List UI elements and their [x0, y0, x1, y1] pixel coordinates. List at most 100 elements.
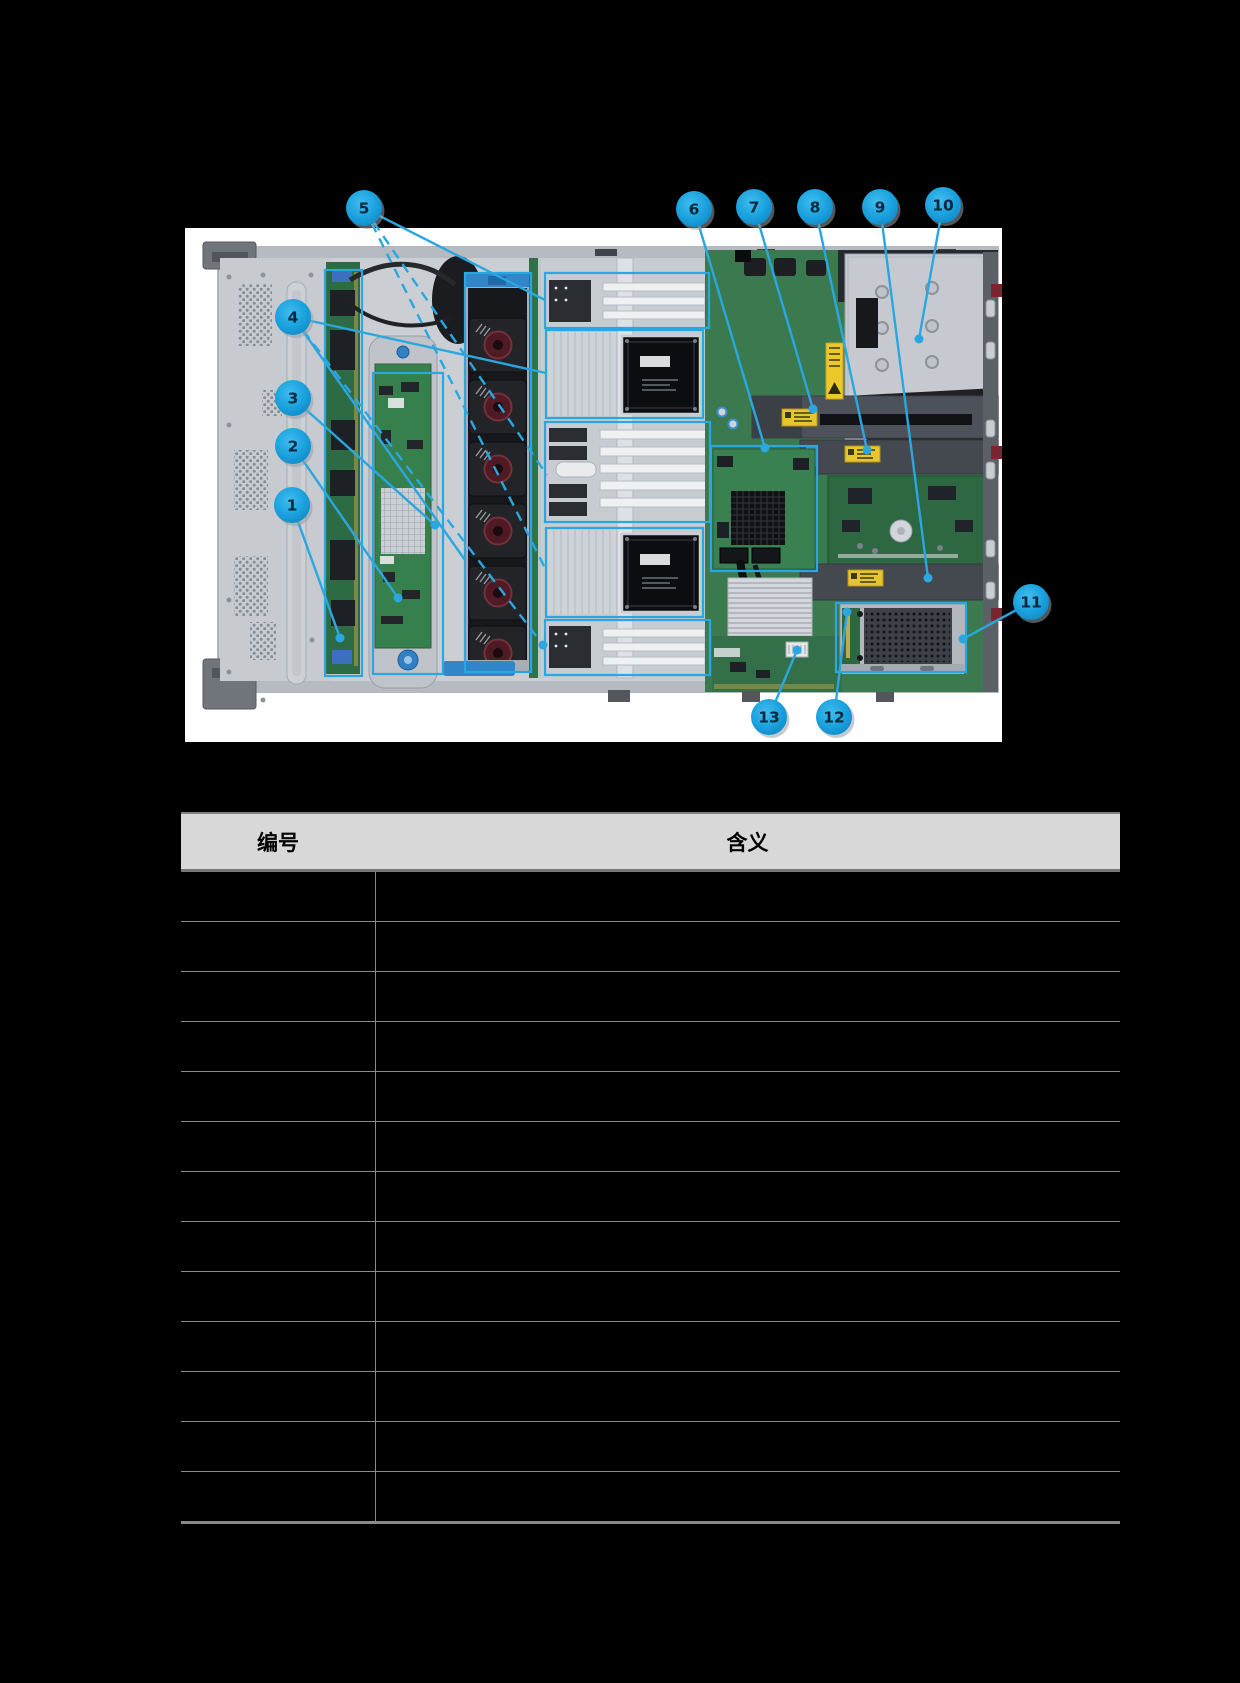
- callout-11: 11: [1013, 584, 1052, 623]
- callout-3-number: 3: [288, 390, 299, 408]
- table-row: [181, 922, 1120, 972]
- cell-number: [181, 922, 375, 971]
- callouts: 1 2 3 4 5 6 7: [274, 187, 1052, 738]
- fan-cage: [443, 274, 529, 676]
- header-cell-number: 编号: [257, 831, 299, 855]
- cell-meaning: [375, 922, 1120, 971]
- table-row: [181, 1272, 1120, 1322]
- callout-4: 4: [275, 299, 314, 338]
- table-row: [181, 1322, 1120, 1372]
- leader-lines: [290, 204, 1032, 718]
- power-board: [368, 335, 438, 689]
- callout-7: 7: [736, 189, 775, 228]
- table-row: [181, 1222, 1120, 1272]
- bottom-pcb: [712, 636, 842, 692]
- callout-12-number: 12: [823, 709, 845, 727]
- callout-3: 3: [275, 380, 314, 419]
- highlight-box-power-board: [371, 371, 445, 676]
- riser-pcb-window: [827, 475, 991, 565]
- table-row: [181, 1372, 1120, 1422]
- riser-2-label: [844, 445, 881, 463]
- cell-meaning: [375, 872, 1120, 921]
- leader-line-7: [752, 206, 815, 410]
- legend-table: 编号 含义: [181, 812, 1120, 1524]
- leader-line-10: [917, 204, 945, 340]
- cell-number: [181, 1222, 375, 1271]
- leader-line-2: [292, 445, 399, 599]
- chipset-heatsink: [727, 559, 813, 642]
- table-row: [181, 1072, 1120, 1122]
- callout-13-number: 13: [758, 709, 780, 727]
- table-row: [181, 1422, 1120, 1472]
- cell-meaning: [375, 1022, 1120, 1071]
- cell-number: [181, 1422, 375, 1471]
- leader-line-5a: [363, 206, 546, 302]
- riser-1-label: [781, 408, 818, 427]
- leader-dots: [335, 334, 968, 655]
- cell-meaning: [375, 1472, 1120, 1521]
- table-row: [181, 1122, 1120, 1172]
- slot-bank-2: [549, 428, 707, 516]
- fan-modules: [468, 317, 527, 660]
- riser-3-label: [847, 569, 884, 587]
- table-row: [181, 972, 1120, 1022]
- cell-number: [181, 1022, 375, 1071]
- cell-meaning: [375, 972, 1120, 1021]
- rear-bay: [839, 603, 967, 674]
- callout-9: 9: [862, 189, 901, 228]
- callout-1-number: 1: [287, 497, 298, 515]
- callout-1: 1: [274, 487, 313, 526]
- highlight-box-cpu1: [544, 328, 705, 420]
- leader-line-3: [292, 397, 436, 526]
- table-row: [181, 1022, 1120, 1072]
- cell-meaning: [375, 1122, 1120, 1171]
- cell-number: [181, 1472, 375, 1521]
- cell-number: [181, 1172, 375, 1221]
- leader-line-8: [813, 206, 869, 451]
- cell-meaning: [375, 1322, 1120, 1371]
- cell-number: [181, 1272, 375, 1321]
- leader-line-6: [692, 208, 767, 449]
- callout-10-number: 10: [932, 197, 954, 215]
- cell-number: [181, 972, 375, 1021]
- highlight-box-cpu2: [544, 526, 705, 619]
- header-cell-meaning: 含义: [726, 831, 769, 855]
- highlight-box-backplane: [323, 268, 364, 678]
- leader-line-5b: [363, 207, 548, 476]
- table-row: [181, 1472, 1120, 1521]
- cell-number: [181, 872, 375, 921]
- warning-label: [825, 342, 844, 400]
- callout-6: 6: [676, 191, 715, 230]
- callout-7-number: 7: [749, 199, 760, 217]
- cell-meaning: [375, 1222, 1120, 1271]
- callout-2-number: 2: [288, 438, 299, 456]
- cell-meaning: [375, 1072, 1120, 1121]
- rear-wall: [983, 252, 1002, 692]
- slot-bank-1: [549, 280, 706, 322]
- highlight-box-fans: [463, 271, 533, 674]
- cpu-module-1: [548, 332, 702, 416]
- legend-table-header: 编号 含义: [181, 814, 1120, 872]
- cell-meaning: [375, 1172, 1120, 1221]
- callout-8-number: 8: [810, 199, 821, 217]
- mezzanine-card: [712, 448, 816, 570]
- callout-9-number: 9: [875, 199, 886, 217]
- callout-13: 13: [751, 699, 790, 738]
- callout-6-number: 6: [689, 201, 700, 219]
- callout-12: 12: [816, 699, 855, 738]
- cell-number: [181, 1322, 375, 1371]
- callout-4-number: 4: [288, 309, 299, 327]
- table-row: [181, 1172, 1120, 1222]
- cell-number: [181, 1072, 375, 1121]
- callout-5: 5: [346, 190, 385, 229]
- callout-2: 2: [275, 428, 314, 467]
- cpu-module-2: [548, 530, 702, 614]
- front-panel: [220, 258, 332, 703]
- cell-number: [181, 1122, 375, 1171]
- table-row: [181, 872, 1120, 922]
- table-body: [181, 872, 1120, 1521]
- riser-3: [799, 563, 999, 601]
- cell-meaning: [375, 1422, 1120, 1471]
